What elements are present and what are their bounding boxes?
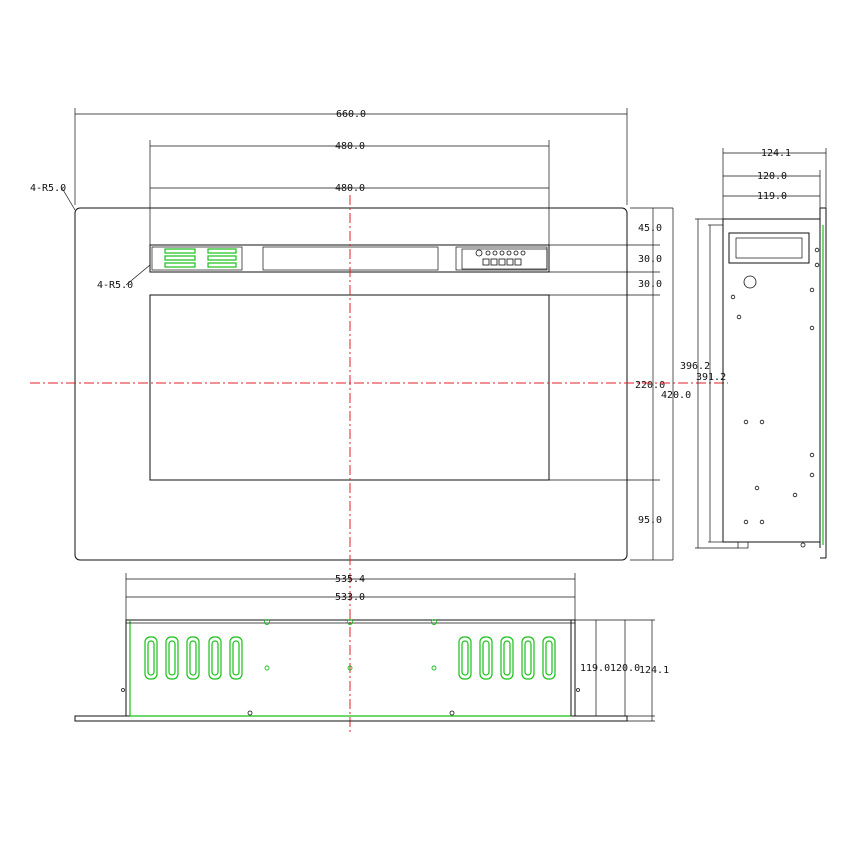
dim-bottom-height-inner: 119.0 [580,663,610,674]
dim-depth-body: 120.0 [757,171,787,182]
dim-bottom-margin: 95.0 [638,515,662,526]
dim-control-band: 30.0 [638,254,662,265]
dim-height-inner: 391.2 [696,372,726,383]
dim-opening-width-outer: 480.0 [335,141,365,152]
dim-corner-radius-panel: 4-R5.0 [97,280,133,291]
dim-bottom-height-body: 120.0 [610,663,640,674]
front-view: 660.0 480.0 480.0 4-R5.0 4-R5.0 45.0 30.… [30,108,691,561]
dim-depth-inner: 119.0 [757,191,787,202]
dim-viewing-height: 220.0 [635,380,665,391]
dim-opening-width-inner: 480.0 [335,183,365,194]
dim-depth-overall: 124.1 [761,148,791,159]
dim-bottom-width-outer: 535.4 [335,574,365,585]
dim-height-outer: 396.2 [680,361,710,372]
dim-top-margin: 45.0 [638,223,662,234]
left-button-cluster [151,246,243,271]
bottom-view: 535.4 533.0 119.0 120.0 124.1 [74,573,669,722]
left-vent-slots [144,636,243,680]
dim-bottom-width-inner: 533.0 [335,592,365,603]
front-outer-frame [74,207,628,561]
dim-corner-radius-outer: 4-R5.0 [30,183,66,194]
side-body [722,218,821,543]
side-view: 124.1 120.0 119.0 396.2 391.2 [680,148,827,559]
dim-bottom-height-overall: 124.1 [639,665,669,676]
dim-overall-height: 420.0 [661,390,691,401]
right-vent-slots [458,636,556,680]
right-control-module [455,246,548,271]
dim-overall-width: 660.0 [336,109,366,120]
dim-gap-band: 30.0 [638,279,662,290]
bottom-flange [74,715,628,722]
